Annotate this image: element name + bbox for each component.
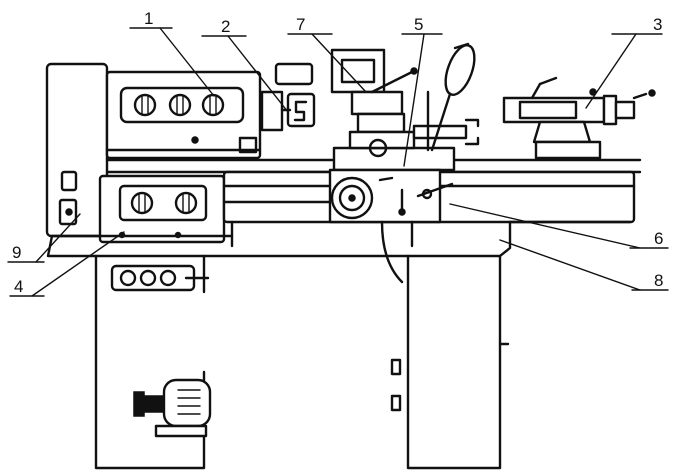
feed-gearbox [98, 174, 226, 244]
callout-2: 2 [221, 17, 230, 36]
leader-lines [7, 27, 669, 297]
tailstock [502, 76, 656, 160]
callout-3: 3 [653, 15, 662, 34]
tool-post [330, 48, 480, 158]
callout-4: 4 [14, 277, 23, 296]
right-pedestal [390, 254, 510, 470]
work-lamp [430, 42, 476, 152]
callout-6: 6 [654, 229, 663, 248]
left-control-panel [58, 170, 78, 226]
carriage [328, 146, 456, 284]
callout-7: 7 [296, 15, 305, 34]
callout-labels: 1 2 3 4 5 6 7 8 9 [12, 9, 663, 296]
left-pedestal [94, 254, 212, 470]
callout-9: 9 [12, 243, 21, 262]
callout-1: 1 [144, 9, 153, 28]
headstock [45, 62, 262, 238]
callout-8: 8 [654, 271, 663, 290]
callout-5: 5 [414, 15, 423, 34]
spindle-chuck [260, 62, 316, 132]
gear-selector-knobs [119, 86, 245, 144]
drive-motor [133, 378, 212, 438]
